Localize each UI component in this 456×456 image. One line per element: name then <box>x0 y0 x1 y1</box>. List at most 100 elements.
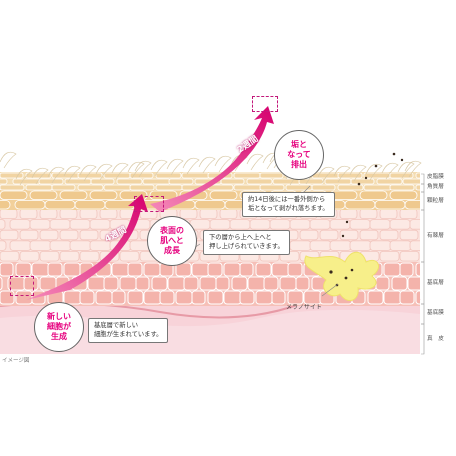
scale-flake <box>230 154 248 172</box>
stage-surface: 表面の 肌へと 成長 <box>147 216 197 266</box>
skin-cell <box>337 184 364 191</box>
scale-flake <box>246 153 264 171</box>
skin-cell <box>309 219 331 230</box>
scale-flake <box>397 161 415 179</box>
scale-flake <box>47 166 65 184</box>
skin-cell <box>167 276 186 291</box>
skin-cell <box>233 172 261 179</box>
skin-cell <box>309 240 332 251</box>
skin-cell <box>359 190 388 200</box>
skin-cell <box>399 250 420 262</box>
layer-label-basal: 基底層 <box>427 280 444 286</box>
skin-cell <box>239 290 255 305</box>
scale-flake <box>198 156 216 174</box>
scale-flake <box>182 157 200 175</box>
skin-cell <box>389 240 412 251</box>
skin-cell <box>407 276 420 291</box>
skin-cell <box>19 229 39 241</box>
skin-cell <box>287 262 303 277</box>
skin-cell <box>0 219 6 230</box>
skin-cell <box>79 250 100 262</box>
skin-cell <box>77 184 104 191</box>
scale-flake <box>127 161 145 179</box>
skin-cell <box>175 290 193 305</box>
skin-cell <box>255 262 272 277</box>
skin-cell <box>79 229 99 241</box>
skin-cell <box>194 200 226 210</box>
skin-cell <box>191 262 210 277</box>
skin-cell <box>337 172 363 179</box>
skin-cell <box>215 276 230 291</box>
skin-cell <box>255 290 273 305</box>
skin-cell <box>39 208 58 220</box>
skin-cell <box>99 208 118 220</box>
skin-cell <box>29 240 52 251</box>
skin-cell <box>263 276 279 291</box>
skin-cell <box>344 200 376 210</box>
surface-cell-marker <box>134 196 164 212</box>
skin-cell <box>127 290 144 305</box>
skin-cell <box>129 184 155 191</box>
skin-cell <box>38 178 64 185</box>
layer-label-basement: 基底膜 <box>427 310 444 316</box>
skin-cell <box>19 208 38 220</box>
skin-cell <box>209 219 231 230</box>
skin-cell <box>409 240 420 251</box>
skin-cell <box>379 208 398 220</box>
layer-label-stratum: 角質層 <box>427 184 444 190</box>
scale-flake <box>31 167 49 185</box>
scale-flake <box>150 159 168 177</box>
skin-cell <box>51 184 76 191</box>
skin-cell <box>233 184 262 191</box>
skin-cell <box>44 200 76 210</box>
skin-cell <box>311 184 336 191</box>
skin-cell <box>77 172 103 179</box>
scale-flake <box>381 162 399 180</box>
skin-cell <box>409 219 420 230</box>
skin-cell <box>63 290 82 305</box>
skin-cell <box>0 240 7 251</box>
skin-cell <box>298 178 324 185</box>
melanocyte-label: メラノサイト <box>286 304 322 311</box>
skin-cell <box>375 276 390 291</box>
skin-cell <box>271 290 286 305</box>
stage-shed: 垢と なって 排出 <box>274 130 324 180</box>
skin-cell <box>59 250 80 262</box>
skin-cell <box>246 178 273 185</box>
skin-cell <box>269 219 291 230</box>
skin-cell <box>379 229 399 241</box>
skin-cell <box>9 240 32 251</box>
skin-cell <box>103 184 132 191</box>
skin-cell <box>183 276 199 291</box>
skin-cell <box>207 262 223 277</box>
scale-flake <box>0 151 17 169</box>
skin-cell <box>259 184 285 191</box>
skin-cell <box>89 190 118 200</box>
skin-cell <box>0 208 18 219</box>
skin-cell <box>143 262 161 277</box>
skin-cell <box>223 262 241 277</box>
skin-cell <box>271 262 290 277</box>
skin-cell <box>379 250 400 262</box>
scale-flake <box>349 164 367 182</box>
skin-cell <box>179 208 198 220</box>
skin-cell <box>0 184 25 191</box>
layer-brackets <box>421 173 425 355</box>
skin-cell <box>249 219 271 230</box>
scale-flake <box>79 164 97 182</box>
scale-flake <box>365 163 383 181</box>
skin-cell <box>349 240 372 251</box>
skin-cell <box>415 172 420 179</box>
skin-cell <box>12 178 41 185</box>
skin-cell <box>0 178 8 185</box>
skin-cell <box>116 178 143 185</box>
skin-cell <box>295 276 310 291</box>
skin-cell <box>369 219 391 230</box>
skin-cell <box>181 172 210 179</box>
skin-cell <box>47 262 63 277</box>
skin-cell <box>49 219 71 230</box>
skin-cell <box>90 178 115 185</box>
layer-label-spinous: 有棘層 <box>427 233 444 239</box>
skin-cell <box>19 250 40 262</box>
